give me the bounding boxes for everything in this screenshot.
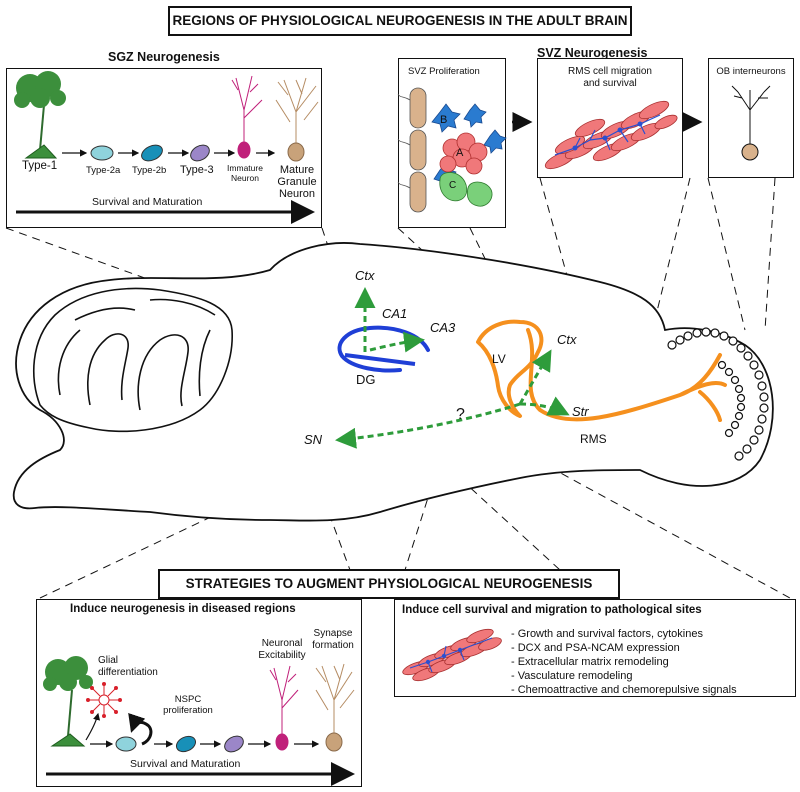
rms-panel-label: RMS cell migration and survival <box>568 66 652 89</box>
label-ca1: CA1 <box>382 306 408 321</box>
strategy-right-heading: Induce cell survival and migration to pa… <box>402 604 702 616</box>
svz-b-cells <box>431 103 507 188</box>
main-title: REGIONS OF PHYSIOLOGICAL NEUROGENESIS IN… <box>172 13 628 28</box>
svz-proliferation-label: SVZ Proliferation <box>408 66 480 77</box>
label-ctx-top: Ctx <box>355 268 375 283</box>
type2b-cell <box>141 144 163 162</box>
ob-interneuron-panel <box>708 58 794 178</box>
olfactory-bulb-layer <box>667 327 769 461</box>
sgz-stage-type1: Type-1 <box>22 160 58 172</box>
excitability-label: Neuronal Excitability <box>258 638 306 661</box>
strategy-item-2: - Extracellular matrix remodeling <box>511 656 669 668</box>
strategy-left-heading: Induce neurogenesis in diseased regions <box>70 603 296 615</box>
label-str: Str <box>572 404 589 419</box>
sgz-heading: SGZ Neurogenesis <box>108 50 220 64</box>
immature-neuron <box>231 75 263 159</box>
strategy-item-3: - Vasculature remodeling <box>511 670 633 682</box>
strategy-item-0: - Growth and survival factors, cytokines <box>511 628 703 640</box>
sgz-immature-label: Immature Neuron <box>227 163 263 183</box>
svz-label-c: C <box>449 180 457 191</box>
svz-c-cells <box>439 172 493 207</box>
proliferation-loop-icon <box>128 712 153 746</box>
mature-neuron <box>275 77 319 162</box>
rms-path <box>526 328 727 422</box>
svz-label-a: A <box>456 147 464 159</box>
label-lv: LV <box>492 352 506 366</box>
strategy-type1-cell <box>43 656 93 747</box>
type1-cell <box>14 71 66 159</box>
glial-label: Glial differentiation <box>98 655 158 678</box>
sgz-mature-label: Mature Granule Neuron <box>277 164 317 200</box>
ob-panel-label: OB interneurons <box>716 66 786 77</box>
label-rms: RMS <box>580 432 607 446</box>
label-dg: DG <box>356 372 376 387</box>
migration-arrows <box>335 287 570 449</box>
sgz-stage-type2b: Type-2b <box>132 165 167 176</box>
strategy-immature-neuron <box>269 665 299 751</box>
strategies-title-box: STRATEGIES TO AUGMENT PHYSIOLOGICAL NEUR… <box>158 569 620 599</box>
svz-heading: SVZ Neurogenesis <box>537 46 648 60</box>
lateral-ventricle <box>476 319 544 418</box>
strategy-left-arrow-label: Survival and Maturation <box>130 758 241 770</box>
svz-label-b: B <box>440 114 448 126</box>
sgz-arrow-label: Survival and Maturation <box>92 196 203 208</box>
label-sn: SN <box>304 432 323 447</box>
glial-cell <box>86 682 122 718</box>
strategies-title: STRATEGIES TO AUGMENT PHYSIOLOGICAL NEUR… <box>185 576 593 591</box>
nspc-label: NSPC proliferation <box>163 694 213 716</box>
strategy-left-panel <box>36 599 362 787</box>
brain-outline <box>12 242 774 522</box>
label-question: ? <box>456 406 465 423</box>
type2a-cell <box>90 145 114 161</box>
label-ctx-right: Ctx <box>557 332 577 347</box>
synapse-label: Synapse formation <box>312 628 354 651</box>
strategy-item-4: - Chemoattractive and chemorepulsive sig… <box>511 684 737 696</box>
svz-a-cells <box>439 132 488 175</box>
sgz-stage-type3: Type-3 <box>180 164 214 176</box>
main-title-box: REGIONS OF PHYSIOLOGICAL NEUROGENESIS IN… <box>168 6 632 36</box>
label-ca3: CA3 <box>430 320 456 335</box>
cerebellum <box>32 287 233 433</box>
sgz-stage-type2a: Type-2a <box>86 165 121 176</box>
type3-cell <box>190 144 210 162</box>
strategy-mature-neuron <box>315 663 355 752</box>
strategy-item-1: - DCX and PSA-NCAM expression <box>511 642 680 654</box>
